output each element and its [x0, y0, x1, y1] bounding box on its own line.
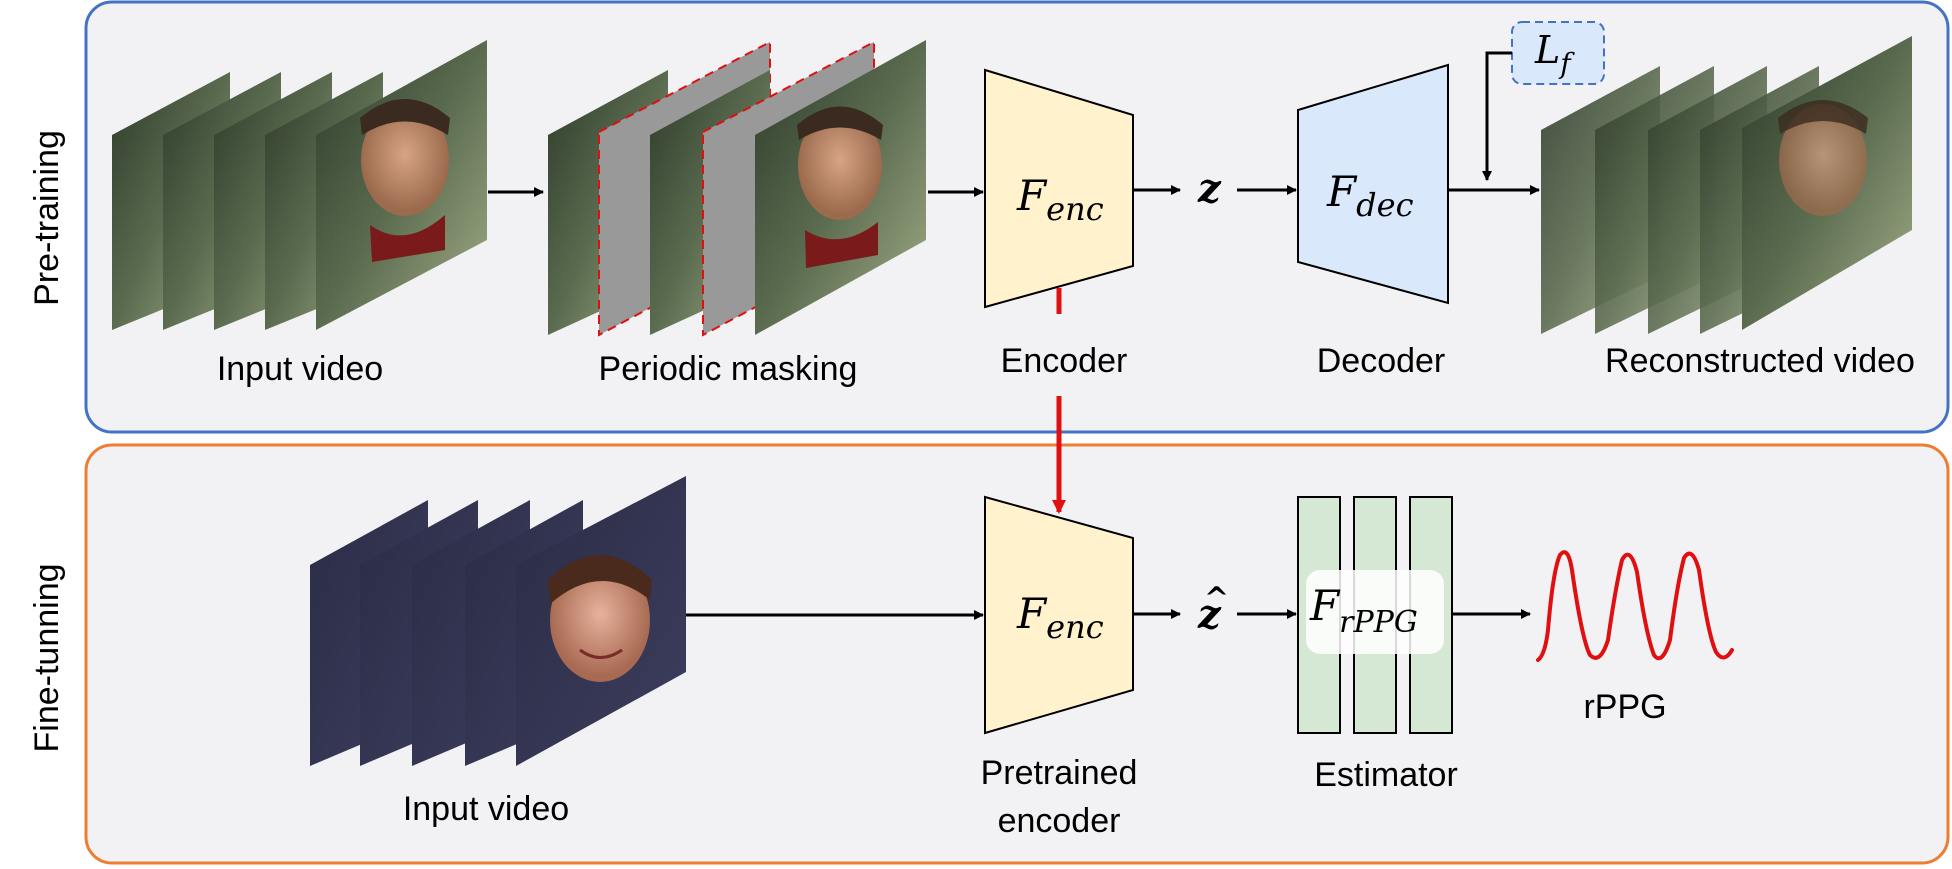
reconstructed-video-label: Reconstructed video: [1605, 342, 1915, 380]
encoder-label: Encoder: [1001, 342, 1128, 380]
periodic-masking-label: Periodic masking: [599, 350, 858, 388]
finetuning-input-video-label: Input video: [403, 790, 569, 828]
face-image: [550, 558, 650, 682]
face-image: [798, 110, 882, 220]
pretrained-encoder-block: [984, 495, 1134, 735]
loss-feedback-arrow: [1482, 51, 1512, 181]
finetuning-stage-label: Fine-tunning: [28, 563, 66, 752]
pretrained-encoder-symbol: Fenc: [1016, 589, 1104, 646]
latent-z-hat: z: [1197, 591, 1222, 638]
finetuning-input-video-stack: [310, 476, 686, 766]
decoder-symbol-sub: dec: [1356, 186, 1413, 224]
loss-symbol: Lf: [1534, 28, 1575, 80]
encoder-symbol-main: F: [1016, 171, 1048, 220]
video-frame: [755, 40, 926, 335]
face-image: [1779, 104, 1867, 216]
latent-z: z: [1197, 165, 1222, 212]
pretrained-encoder-symbol-sub: enc: [1046, 608, 1104, 646]
pretraining-input-video-stack: [112, 40, 487, 330]
encoder-symbol-sub: enc: [1046, 190, 1104, 228]
loss-symbol-main: L: [1534, 28, 1560, 72]
video-frame: [1742, 36, 1912, 330]
face-image: [361, 104, 449, 216]
estimator-symbol: FrPPG: [1309, 581, 1418, 640]
decoder-block: [1297, 63, 1449, 305]
pretrained-encoder-symbol-main: F: [1016, 589, 1048, 638]
pretraining-stage-label: Pre-training: [28, 130, 66, 306]
encoder-symbol: Fenc: [1016, 171, 1104, 228]
latent-z-hat-accent: ^: [1204, 581, 1229, 616]
decoder-symbol: Fdec: [1326, 167, 1414, 224]
pretrained-encoder-label-line2: encoder: [998, 802, 1121, 840]
video-frame: [516, 476, 686, 766]
decoder-label: Decoder: [1317, 342, 1446, 380]
encoder-block: [984, 68, 1134, 309]
decoder-symbol-main: F: [1326, 167, 1358, 216]
estimator-label: Estimator: [1314, 756, 1458, 794]
pretraining-input-video-label: Input video: [217, 350, 383, 388]
periodic-masking-stack: [548, 40, 926, 337]
video-frame: [316, 40, 487, 330]
estimator-symbol-main: F: [1309, 581, 1341, 630]
rppg-label: rPPG: [1583, 688, 1666, 726]
pretrained-encoder-label-line1: Pretrained: [981, 754, 1138, 792]
estimator-block: [1297, 496, 1453, 734]
reconstructed-video-stack: [1541, 36, 1912, 334]
estimator-symbol-sub: rPPG: [1339, 605, 1418, 640]
rppg-signal-icon: [1536, 550, 1734, 662]
estimator-symbol-backdrop: [1306, 570, 1444, 654]
